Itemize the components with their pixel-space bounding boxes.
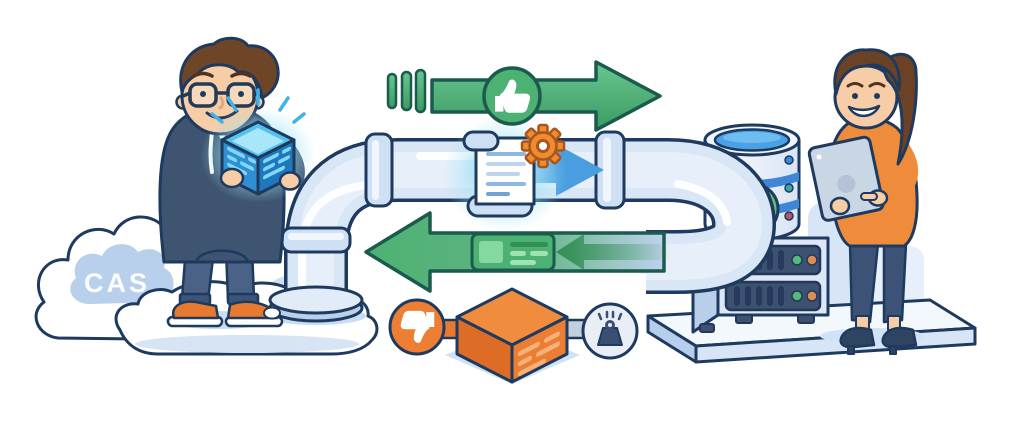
approval-arrow — [386, 60, 662, 132]
gear-icon — [520, 123, 566, 169]
woman-figure — [807, 48, 919, 355]
data-pipe — [268, 130, 776, 323]
thumbs-up-icon — [482, 66, 542, 126]
data-chip — [470, 232, 556, 272]
rejected-block-group — [388, 287, 639, 384]
pipe-flanges — [268, 130, 626, 323]
led-green — [791, 254, 803, 266]
document-text-lines — [486, 152, 526, 196]
sneakers — [166, 300, 284, 328]
sparkle-rays — [210, 88, 306, 124]
weight-icon — [581, 302, 639, 360]
document-scroll-icon — [443, 116, 567, 232]
cloud-label: CAS — [84, 268, 150, 298]
data-cube-icon — [200, 88, 316, 203]
thumbs-down-icon — [388, 298, 446, 356]
return-arrow — [364, 211, 672, 293]
high-heel-shoe — [839, 326, 876, 349]
led-orange — [806, 254, 818, 266]
orange-cube — [455, 287, 569, 384]
